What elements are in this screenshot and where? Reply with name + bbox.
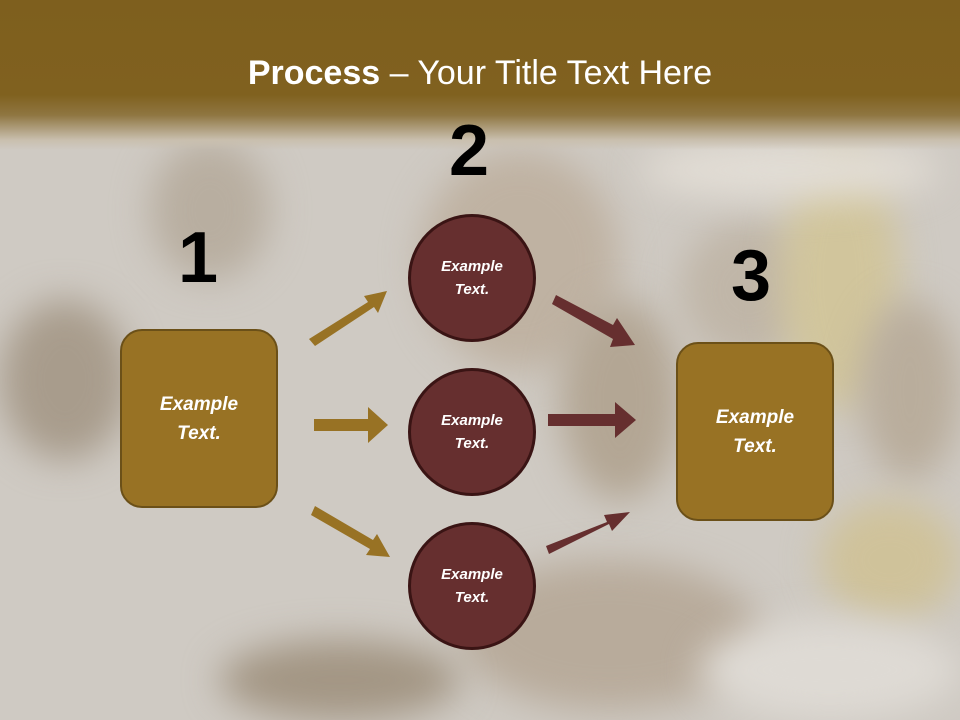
step-2-circle-top: Example Text. [408, 214, 536, 342]
maroon-arrows [546, 295, 636, 554]
arrow-up-right-maroon-icon [546, 512, 630, 554]
circle-top-label-line2: Text. [454, 281, 490, 298]
title-bar: Process – Your Title Text Here [0, 0, 960, 150]
gold-arrows [309, 291, 390, 557]
slide-title: Process – Your Title Text Here [0, 54, 960, 93]
circle-top-label-line1: Example [441, 258, 503, 275]
step-3-label-line1: Example [715, 406, 795, 428]
arrow-up-right-gold-icon [309, 291, 387, 346]
step-2-circle-bottom: Example Text. [408, 522, 536, 650]
title-rest: – Your Title Text Here [380, 54, 713, 92]
step-1-box: Example Text. [120, 329, 278, 508]
title-bold: Process [247, 54, 381, 92]
arrow-down-right-maroon-icon [552, 295, 635, 347]
circle-bottom-label-line2: Text. [454, 589, 490, 606]
step-1-label-line2: Text. [177, 422, 221, 444]
circle-middle-label-line1: Example [441, 412, 503, 429]
step-3-box: Example Text. [676, 342, 834, 521]
circle-bottom-label-line1: Example [441, 566, 503, 583]
circle-middle-label-line2: Text. [454, 435, 490, 452]
arrow-right-maroon-icon [548, 402, 636, 438]
step-1-label-line1: Example [159, 393, 239, 415]
step-number-1: 1 [178, 218, 219, 298]
step-3-label-line2: Text. [733, 435, 777, 457]
arrow-down-right-gold-icon [311, 506, 390, 557]
arrow-right-gold-icon [314, 407, 388, 443]
step-number-2: 2 [449, 111, 490, 191]
step-2-circle-middle: Example Text. [408, 368, 536, 496]
step-number-3: 3 [731, 236, 772, 316]
